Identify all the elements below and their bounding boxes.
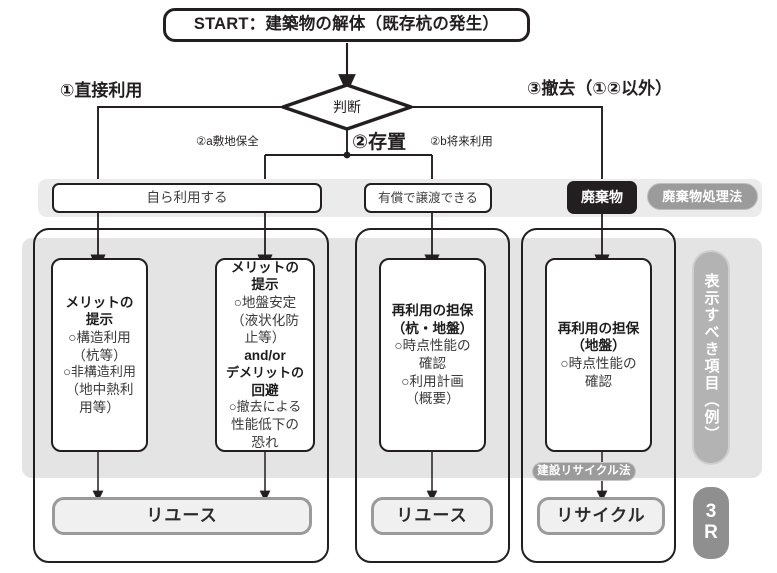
badge-3r: 3 R [693,487,729,559]
sub-branch-label-site-preservation: ②a敷地保全 [196,136,259,148]
column-outline-retain [355,228,510,563]
decision-label: 判断 [333,98,361,115]
detail-lines: 再利用の担保 （杭・地盤） ○時点性能の 確認 ○利用計画 （概要） [391,302,474,407]
waste-management-law-pill: 廃棄物処理法 [647,183,758,210]
badge-3r-bottom: R [704,522,718,543]
side-label-display-items: 表示すべき項目（例） [692,250,730,465]
result-box-waste: 廃棄物 [567,181,637,214]
column-outline-removal [521,228,676,563]
outcome-reuse-center: リユース [371,497,493,535]
badge-3r-top: 3 [705,501,717,523]
sub-branch-label-future-use: ②b将来利用 [430,136,493,148]
result-box-paid-transfer: 有償で譲渡できる [364,183,492,213]
decision-diamond: 判断 [281,83,413,131]
construction-recycle-law-pill: 建設リサイクル法 [532,462,636,481]
branch-label-removal: ③撤去（①②以外） [527,79,673,98]
outcome-reuse-left: リユース [52,497,312,535]
column-outline-direct-use [33,228,329,563]
detail-box-merit-ground: メリットの 提示 ○地盤安定 （液状化防 止等） and/or デメリットの 回… [215,258,315,452]
start-box: START：建築物の解体（既存杭の発生） [163,8,530,42]
branch-label-direct-use: ①直接利用 [60,81,143,100]
detail-box-merit-structural: メリットの 提示 ○構造利用 （杭等） ○非構造利用 （地中熱利 用等） [51,258,148,452]
result-box-self-use: 自ら利用する [52,183,322,213]
detail-box-reuse-guarantee-pile-ground: 再利用の担保 （杭・地盤） ○時点性能の 確認 ○利用計画 （概要） [379,258,486,452]
outcome-recycle-right: リサイクル [537,497,665,535]
detail-lines: メリットの 提示 ○地盤安定 （液状化防 止等） and/or デメリットの 回… [225,259,304,450]
detail-lines: 再利用の担保 （地盤） ○時点性能の 確認 [557,320,640,389]
branch-label-retain: ②存置 [352,132,407,153]
detail-lines: メリットの 提示 ○構造利用 （杭等） ○非構造利用 （地中熱利 用等） [63,294,136,415]
detail-box-reuse-guarantee-ground: 再利用の担保 （地盤） ○時点性能の 確認 [545,258,652,452]
